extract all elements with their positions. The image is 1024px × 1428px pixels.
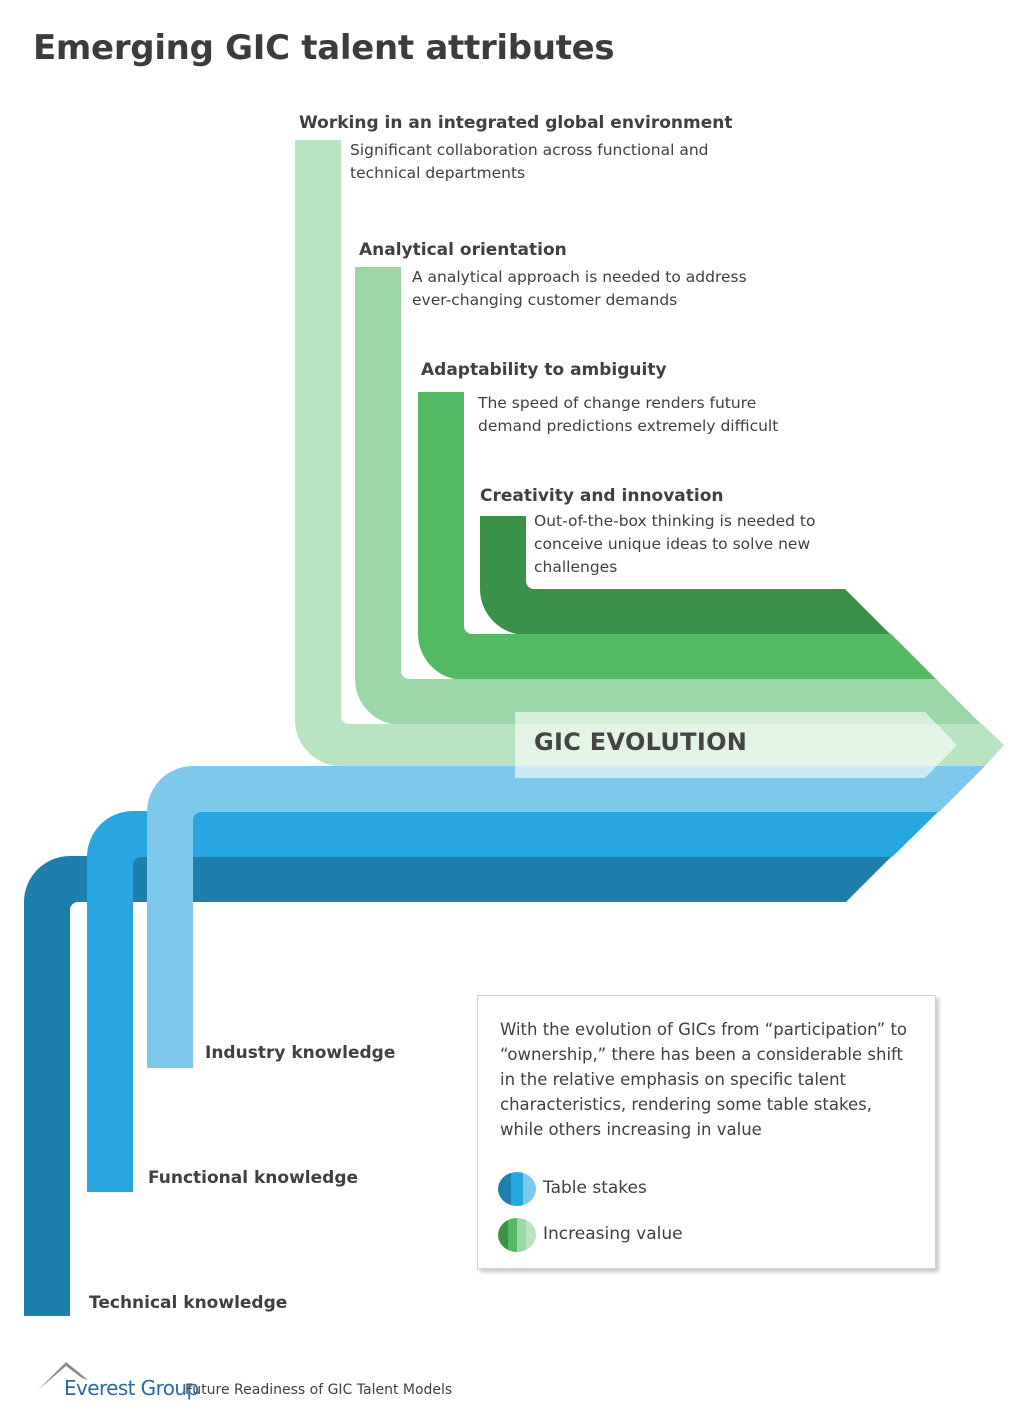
blue-swatch-icon bbox=[498, 1172, 536, 1206]
green-swatch-icon bbox=[498, 1218, 536, 1252]
attr-desc-integrated-global: Significant collaboration across functio… bbox=[350, 141, 709, 182]
footer-brand: Everest Group bbox=[64, 1376, 199, 1400]
attr-desc-creativity: Out-of-the-box thinking is needed to con… bbox=[534, 512, 816, 576]
label-technical-knowledge: Technical knowledge bbox=[89, 1293, 288, 1313]
attr-desc-adaptability: The speed of change renders future deman… bbox=[478, 394, 779, 435]
band-creativity-innovation bbox=[480, 516, 891, 635]
attr-title-analytical: Analytical orientation bbox=[359, 240, 567, 260]
band-industry-knowledge bbox=[147, 766, 985, 1068]
attr-title-integrated-global: Working in an integrated global environm… bbox=[299, 113, 733, 133]
gic-evolution-label: GIC EVOLUTION bbox=[534, 728, 748, 756]
band-analytical-orientation bbox=[355, 267, 982, 725]
label-functional-knowledge: Functional knowledge bbox=[148, 1168, 359, 1188]
attr-title-creativity: Creativity and innovation bbox=[480, 486, 724, 506]
gic-evolution-arrow bbox=[515, 712, 957, 778]
footer-report-title: Future Readiness of GIC Talent Models bbox=[185, 1382, 453, 1398]
info-box: With the evolution of GICs from “partici… bbox=[477, 995, 936, 1269]
label-industry-knowledge: Industry knowledge bbox=[205, 1043, 396, 1063]
attr-desc-analytical: A analytical approach is needed to addre… bbox=[412, 268, 747, 309]
page-title: Emerging GIC talent attributes bbox=[33, 28, 615, 68]
legend-label-table-stakes: Table stakes bbox=[543, 1178, 647, 1198]
attr-title-adaptability: Adaptability to ambiguity bbox=[421, 360, 667, 380]
band-adaptability-ambiguity bbox=[418, 392, 937, 680]
info-text: With the evolution of GICs from “partici… bbox=[500, 1020, 908, 1139]
everest-logo-icon bbox=[38, 1362, 88, 1390]
legend-label-increasing-value: Increasing value bbox=[543, 1224, 683, 1244]
